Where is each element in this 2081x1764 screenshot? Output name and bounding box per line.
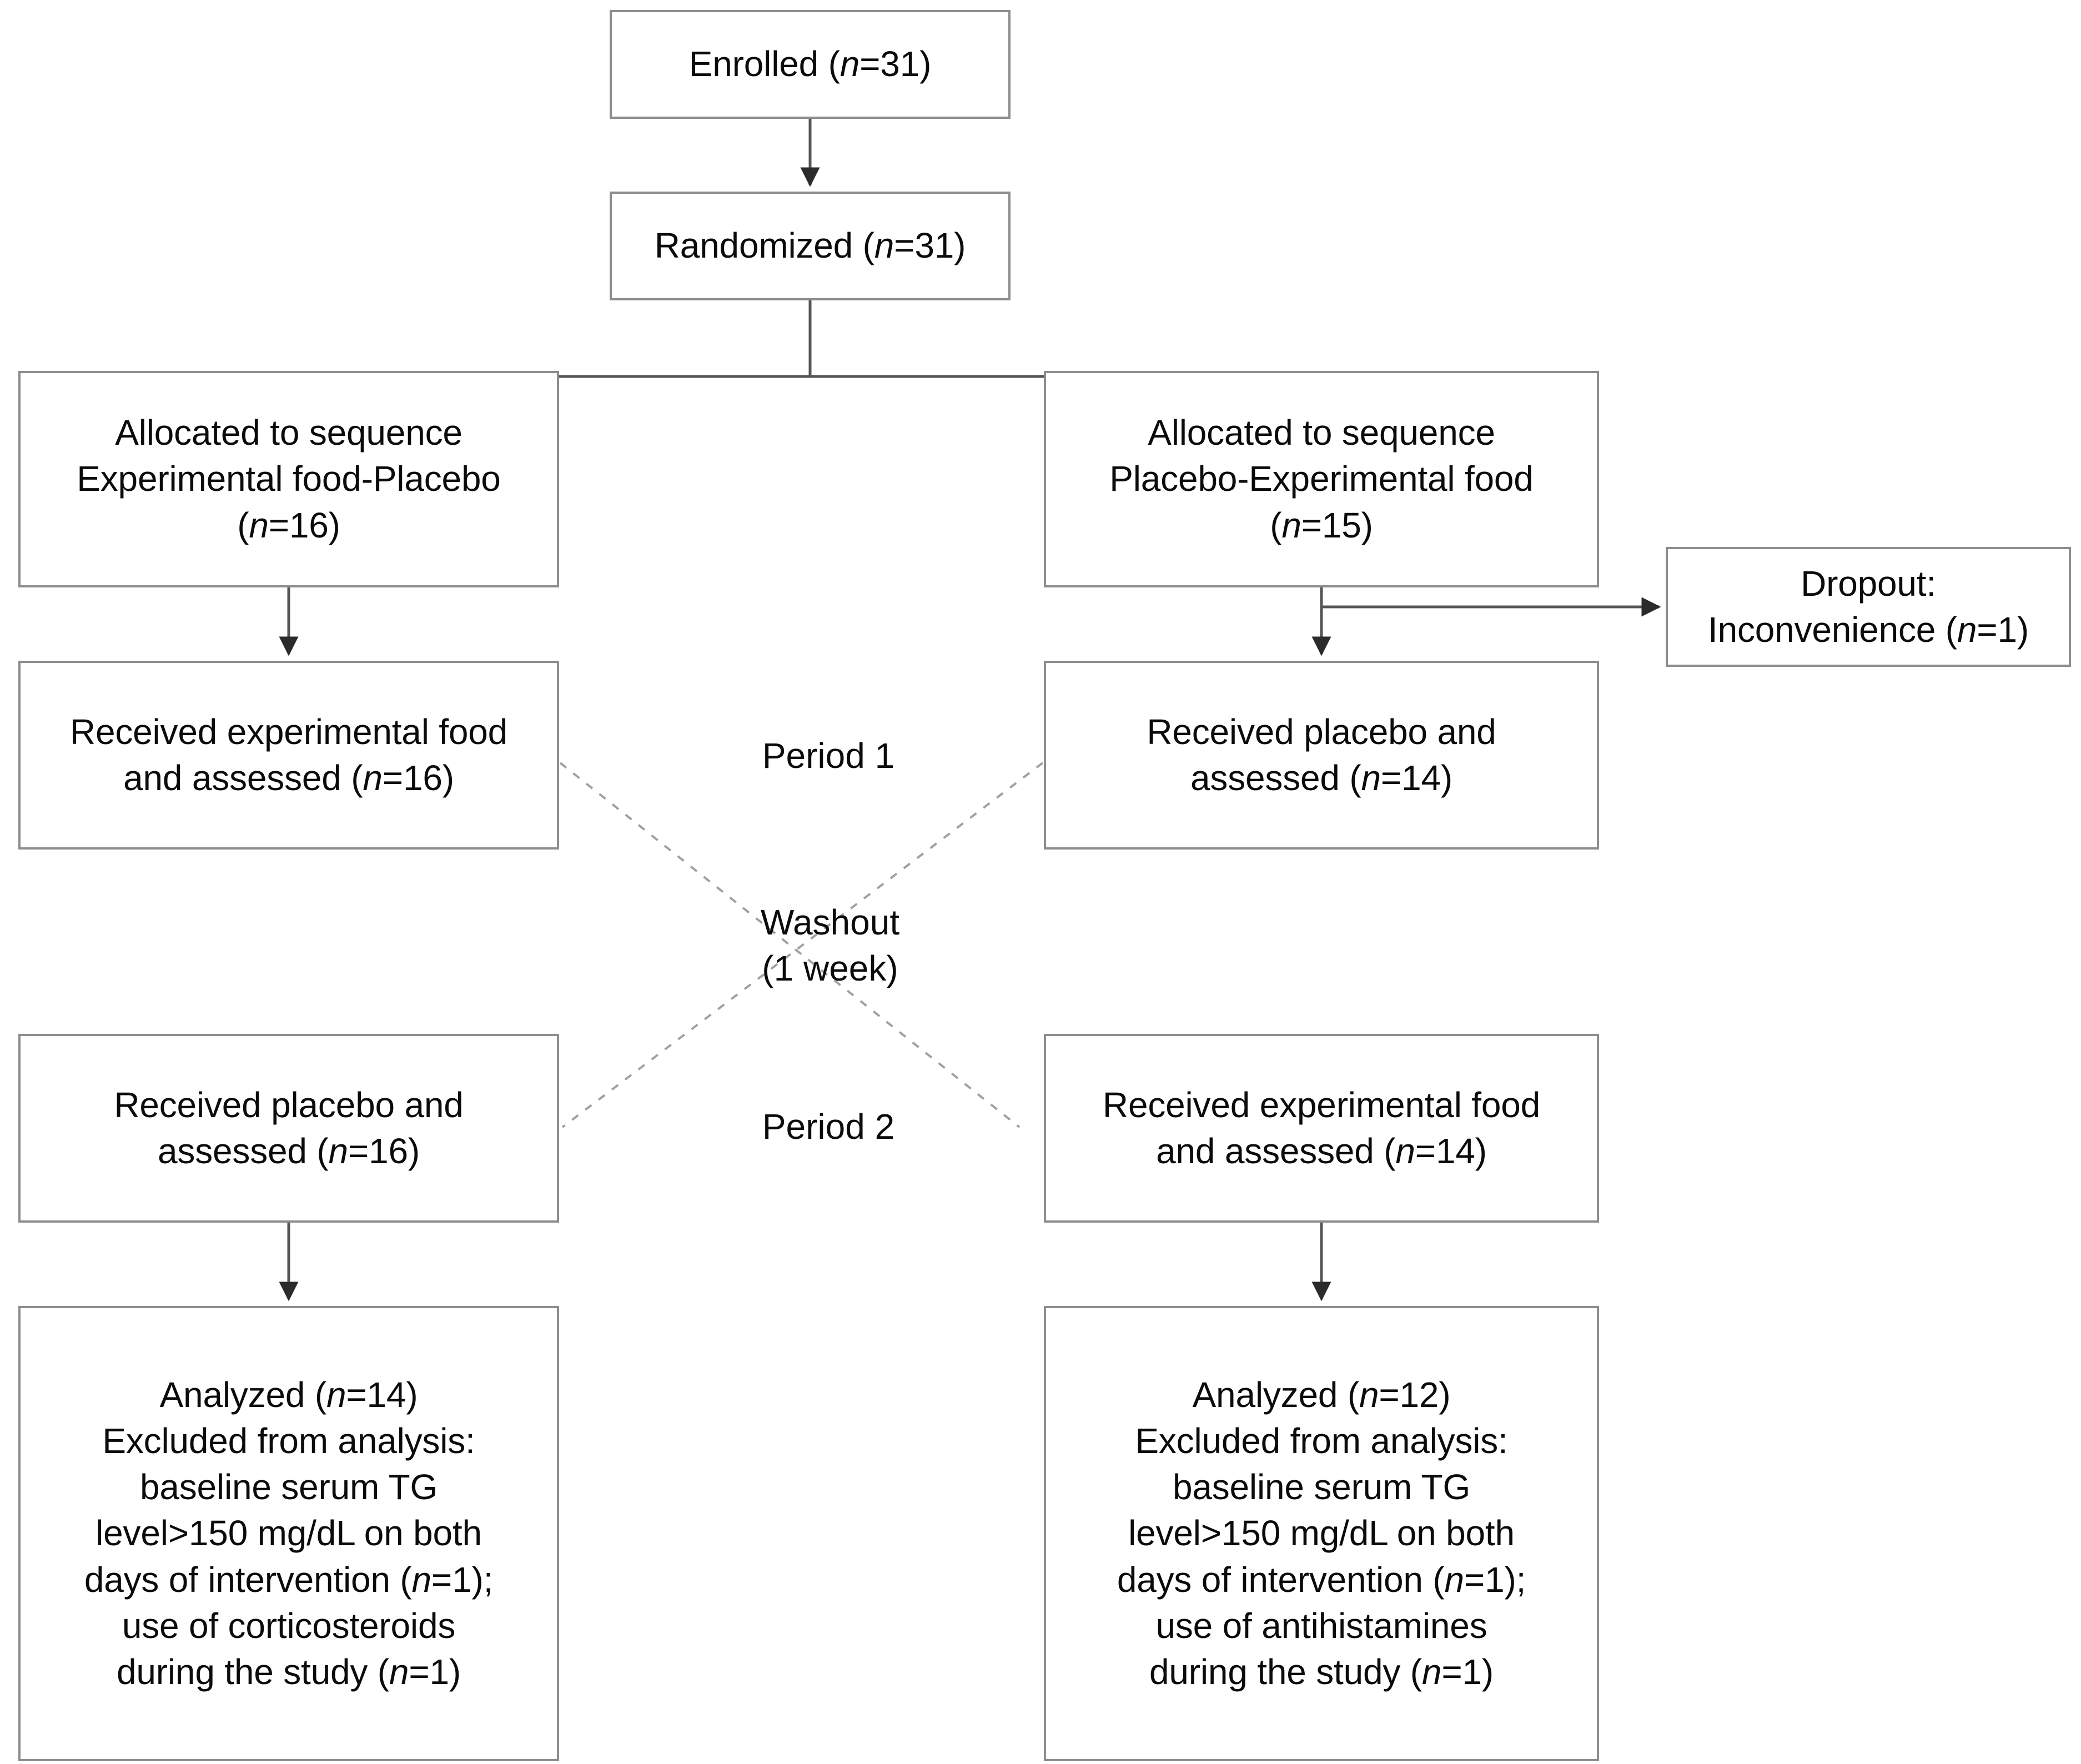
node-analyzed-right-line-3: level>150 mg/dL on both bbox=[1128, 1513, 1515, 1554]
node-period1-received-placebo[interactable]: Received placebo and assessed (n=14) bbox=[1044, 661, 1599, 850]
label-period-2-text: Period 2 bbox=[762, 1107, 895, 1147]
node-analyzed-left-line-4: days of intervention (n=1); bbox=[84, 1559, 494, 1600]
node-enrolled[interactable]: Enrolled (n=31) bbox=[610, 10, 1011, 119]
node-alloc-left-line-0: Allocated to sequence bbox=[115, 413, 463, 453]
node-alloc-left-line-1: Experimental food-Placebo bbox=[77, 459, 501, 499]
label-washout-line-0: Washout bbox=[760, 902, 900, 942]
node-analyzed-right-line-4: days of intervention (n=1); bbox=[1117, 1559, 1526, 1600]
node-alloc-left-line-2: (n=16) bbox=[237, 505, 340, 545]
node-dropout-line-1: Inconvenience (n=1) bbox=[1708, 610, 2029, 650]
node-analyzed-right-line-1: Excluded from analysis: bbox=[1135, 1421, 1508, 1461]
node-dropout-inconvenience[interactable]: Dropout: Inconvenience (n=1) bbox=[1666, 547, 2071, 667]
node-period2-received-placebo[interactable]: Received placebo and assessed (n=16) bbox=[18, 1034, 559, 1223]
node-allocated-sequence-placebo-experimental[interactable]: Allocated to sequence Placebo-Experiment… bbox=[1044, 371, 1599, 587]
connector-alloc-right-to-dropout bbox=[1320, 587, 1661, 617]
label-period-1-text: Period 1 bbox=[762, 736, 895, 776]
node-analyzed-left-line-5: use of corticosteroids bbox=[122, 1605, 456, 1646]
node-p1-right-line-0: Received placebo and bbox=[1147, 711, 1496, 752]
node-p2-right-line-1: and assessed (n=14) bbox=[1156, 1131, 1487, 1171]
node-period1-received-experimental-food[interactable]: Received experimental food and assessed … bbox=[18, 661, 559, 850]
node-randomized-line-0: Randomized (n=31) bbox=[654, 225, 966, 266]
node-p1-right-line-1: assessed (n=14) bbox=[1190, 758, 1452, 798]
node-analyzed-left[interactable]: Analyzed (n=14) Excluded from analysis: … bbox=[18, 1306, 559, 1761]
node-p1-left-line-0: Received experimental food bbox=[69, 711, 508, 752]
node-alloc-right-line-0: Allocated to sequence bbox=[1148, 413, 1495, 453]
node-alloc-right-line-1: Placebo-Experimental food bbox=[1109, 459, 1534, 499]
node-enrolled-line-0: Enrolled (n=31) bbox=[688, 44, 932, 84]
node-analyzed-left-line-3: level>150 mg/dL on both bbox=[95, 1513, 482, 1554]
node-alloc-right-line-2: (n=15) bbox=[1270, 505, 1373, 545]
node-p1-left-line-1: and assessed (n=16) bbox=[123, 758, 454, 798]
node-analyzed-left-line-1: Excluded from analysis: bbox=[102, 1421, 475, 1461]
node-analyzed-right-line-2: baseline serum TG bbox=[1172, 1467, 1471, 1507]
label-washout: Washout (1 week) bbox=[705, 899, 955, 992]
node-analyzed-right[interactable]: Analyzed (n=12) Excluded from analysis: … bbox=[1044, 1306, 1599, 1761]
label-washout-line-1: (1 week) bbox=[762, 948, 898, 989]
node-analyzed-left-line-6: during the study (n=1) bbox=[117, 1651, 461, 1692]
label-period-1: Period 1 bbox=[717, 733, 939, 779]
node-analyzed-left-line-0: Analyzed (n=14) bbox=[159, 1374, 418, 1415]
label-period-2: Period 2 bbox=[717, 1104, 939, 1150]
node-p2-left-line-1: assessed (n=16) bbox=[158, 1131, 420, 1171]
node-analyzed-left-line-2: baseline serum TG bbox=[139, 1467, 438, 1507]
node-allocated-sequence-experimental-placebo[interactable]: Allocated to sequence Experimental food-… bbox=[18, 371, 559, 587]
node-dropout-line-0: Dropout: bbox=[1801, 563, 1936, 604]
node-analyzed-right-line-6: during the study (n=1) bbox=[1149, 1651, 1494, 1692]
node-analyzed-right-line-0: Analyzed (n=12) bbox=[1192, 1374, 1451, 1415]
node-period2-received-experimental-food[interactable]: Received experimental food and assessed … bbox=[1044, 1034, 1599, 1223]
node-randomized[interactable]: Randomized (n=31) bbox=[610, 192, 1011, 300]
node-p2-right-line-0: Received experimental food bbox=[1102, 1084, 1541, 1125]
node-analyzed-right-line-5: use of antihistamines bbox=[1155, 1605, 1487, 1646]
node-p2-left-line-0: Received placebo and bbox=[114, 1084, 464, 1125]
